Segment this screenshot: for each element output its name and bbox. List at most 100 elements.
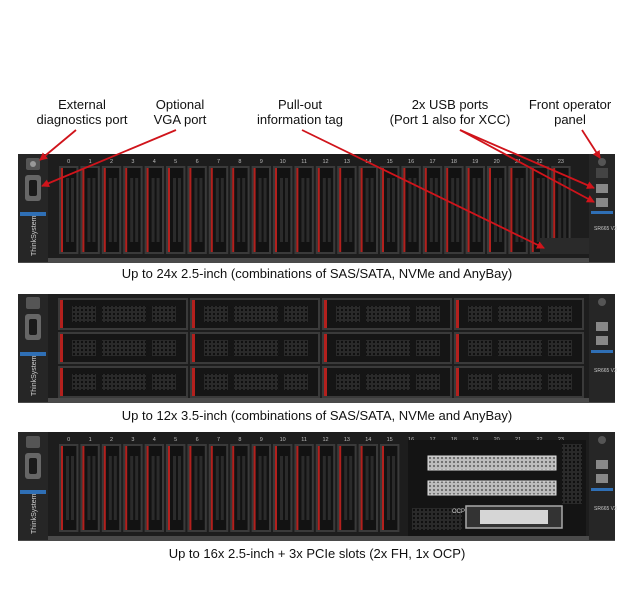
drive-bay[interactable] bbox=[380, 166, 400, 254]
callout-line: VGA port bbox=[153, 112, 207, 127]
bay-vent bbox=[108, 178, 112, 242]
bay-vent bbox=[387, 178, 390, 242]
bay-vent bbox=[113, 456, 117, 520]
drive-bay[interactable] bbox=[166, 444, 186, 532]
bay-number: 19 bbox=[472, 159, 478, 165]
bay-vent bbox=[408, 178, 412, 242]
bay-vent bbox=[349, 178, 353, 242]
drive-bay[interactable] bbox=[337, 166, 357, 254]
bay-number: 18 bbox=[451, 159, 457, 165]
bay-release-tab bbox=[317, 168, 320, 252]
drive-bay-35[interactable] bbox=[58, 332, 188, 364]
drive-bay-35[interactable] bbox=[58, 298, 188, 330]
drive-bays bbox=[59, 444, 400, 532]
bay-vent bbox=[234, 306, 278, 322]
drive-bay[interactable] bbox=[294, 166, 314, 254]
drive-bay[interactable] bbox=[380, 444, 400, 532]
bay-vent bbox=[365, 456, 369, 520]
drive-bay[interactable] bbox=[230, 444, 250, 532]
drive-bay[interactable] bbox=[315, 166, 336, 254]
bay-vent bbox=[413, 178, 417, 242]
bay-number: 12 bbox=[322, 437, 328, 443]
drive-bay[interactable] bbox=[529, 166, 550, 254]
drive-bay[interactable] bbox=[59, 444, 79, 532]
drive-bay[interactable] bbox=[166, 166, 186, 254]
bay-vent bbox=[472, 178, 476, 242]
drive-bay[interactable] bbox=[59, 166, 79, 254]
bay-number: 3 bbox=[131, 159, 134, 165]
drive-bay[interactable] bbox=[551, 166, 571, 254]
bay-vent bbox=[263, 456, 267, 520]
bay-vent bbox=[285, 456, 288, 520]
drive-bay[interactable] bbox=[123, 166, 143, 254]
drive-bay[interactable] bbox=[337, 444, 357, 532]
drive-bay[interactable] bbox=[80, 444, 100, 532]
drive-bay-35[interactable] bbox=[322, 332, 452, 364]
drive-bay[interactable] bbox=[444, 166, 464, 254]
drive-bay-35[interactable] bbox=[190, 298, 320, 330]
bay-vent bbox=[306, 178, 310, 242]
drive-bay-35[interactable] bbox=[454, 366, 584, 398]
drive-bay[interactable] bbox=[123, 444, 143, 532]
drive-bay-35[interactable] bbox=[454, 298, 584, 330]
drive-bay[interactable] bbox=[144, 166, 164, 254]
bay-vent bbox=[102, 374, 146, 390]
bay-release-tab bbox=[467, 168, 470, 252]
drive-bay[interactable] bbox=[230, 166, 250, 254]
drive-bay[interactable] bbox=[422, 166, 443, 254]
drive-bay[interactable] bbox=[101, 444, 122, 532]
bay-release-tab bbox=[103, 446, 106, 530]
drive-bay[interactable] bbox=[187, 166, 207, 254]
bay-release-tab bbox=[324, 368, 327, 396]
bay-vent bbox=[285, 178, 288, 242]
bay-number: 10 bbox=[280, 437, 286, 443]
drive-bay[interactable] bbox=[273, 444, 293, 532]
drive-bays bbox=[59, 166, 571, 254]
bay-number: 2 bbox=[110, 437, 113, 443]
drive-bay[interactable] bbox=[294, 444, 314, 532]
bay-vent bbox=[204, 374, 228, 390]
bay-vent bbox=[92, 178, 96, 242]
caption-server-12x35: Up to 12x 3.5-inch (combinations of SAS/… bbox=[121, 408, 513, 423]
drive-bay[interactable] bbox=[273, 166, 293, 254]
drive-bay-35[interactable] bbox=[190, 366, 320, 398]
drive-bay-35[interactable] bbox=[322, 298, 452, 330]
bay-vent bbox=[72, 374, 96, 390]
bay-vent bbox=[370, 178, 374, 242]
drive-bay[interactable] bbox=[487, 166, 507, 254]
drive-bay-35[interactable] bbox=[454, 332, 584, 364]
bay-vent bbox=[280, 456, 283, 520]
drive-bay[interactable] bbox=[508, 166, 528, 254]
bay-release-tab bbox=[210, 168, 213, 252]
bay-vent bbox=[204, 340, 228, 356]
drive-bay[interactable] bbox=[465, 166, 485, 254]
bay-release-tab bbox=[210, 446, 213, 530]
drive-bay[interactable] bbox=[401, 166, 421, 254]
drive-bay[interactable] bbox=[251, 444, 271, 532]
bay-vent bbox=[72, 340, 96, 356]
drive-bay[interactable] bbox=[251, 166, 271, 254]
ocp-vent bbox=[412, 508, 462, 530]
drive-bay-35[interactable] bbox=[190, 332, 320, 364]
bay-vent bbox=[498, 340, 542, 356]
drive-bay[interactable] bbox=[358, 444, 378, 532]
drive-bay[interactable] bbox=[80, 166, 100, 254]
drive-bay-35[interactable] bbox=[322, 366, 452, 398]
drive-bay[interactable] bbox=[208, 444, 229, 532]
bay-number: 5 bbox=[174, 159, 177, 165]
bay-release-tab bbox=[510, 168, 513, 252]
drive-bay-35[interactable] bbox=[58, 366, 188, 398]
drive-bay[interactable] bbox=[358, 166, 378, 254]
drive-bay[interactable] bbox=[315, 444, 336, 532]
bay-vent bbox=[71, 456, 74, 520]
drive-bay[interactable] bbox=[208, 166, 229, 254]
bay-release-tab bbox=[360, 446, 363, 530]
callout-arrows bbox=[39, 129, 601, 249]
callout-line: information tag bbox=[257, 112, 343, 127]
bay-vent bbox=[541, 178, 545, 242]
drive-bay[interactable] bbox=[144, 444, 164, 532]
bay-vent bbox=[477, 178, 481, 242]
drive-bay[interactable] bbox=[187, 444, 207, 532]
drive-bay[interactable] bbox=[101, 166, 122, 254]
